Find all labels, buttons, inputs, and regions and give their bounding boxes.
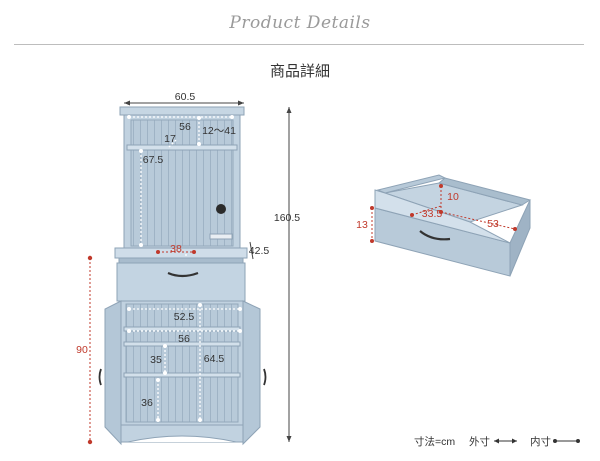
legend-inner-dot-left	[553, 439, 557, 443]
legend-outer: 外寸	[469, 435, 490, 448]
legend-inner: 内寸	[530, 435, 551, 448]
lower-height-dot-top	[87, 255, 93, 261]
lower-height-label: 90	[76, 344, 88, 356]
depth-label: 42.5	[249, 245, 270, 257]
drawer-labels: 13 10 33.5 53	[356, 191, 499, 231]
counter-depth-red	[156, 250, 196, 254]
bottom-gap-label: 36	[141, 397, 153, 409]
page-title: 商品詳細	[269, 63, 330, 80]
drawer-inner-depth-label: 33.5	[422, 208, 443, 220]
legend-inner-dot-right	[576, 439, 580, 443]
lower-inner-height-label: 64.5	[204, 353, 225, 365]
lower-back-panel	[125, 303, 239, 423]
cabinet-top	[119, 106, 245, 116]
lower-shelf-3	[123, 372, 241, 378]
left-door	[104, 300, 122, 446]
upper-height-label: 67.5	[143, 154, 164, 166]
shelf-gap-label: 35	[150, 354, 162, 366]
title-divider	[14, 44, 584, 45]
hutch-shelf	[126, 144, 238, 151]
cord-hole	[216, 204, 226, 214]
lower-inner-width-label: 52.5	[174, 311, 195, 323]
outer-dimensions	[124, 100, 292, 442]
drawer-inner-width-label: 53	[487, 218, 499, 230]
lower-height-dot-bottom	[87, 439, 93, 445]
inner-width-top-label: 56	[179, 121, 191, 133]
shelf-adjust-label: 12〜41	[202, 125, 236, 137]
inner-dim-dots	[127, 115, 242, 422]
drawer-handle	[167, 271, 199, 278]
right-door-handle	[263, 368, 267, 386]
lower-shelf-2	[123, 341, 241, 347]
drawer-right-side	[509, 199, 531, 277]
cabinet-illustration	[98, 106, 267, 446]
legend-unit: 寸法=cm	[414, 435, 455, 448]
left-door-handle	[98, 368, 102, 386]
width-top-label: 60.5	[175, 91, 196, 103]
drawer-dimensions	[370, 184, 517, 243]
lower-width-label: 56	[178, 333, 190, 345]
drawer-front-top	[374, 189, 511, 244]
legend-outer-arrow-left	[494, 438, 499, 444]
hutch-back-panel	[130, 119, 234, 247]
drawer-height-label: 13	[356, 219, 368, 231]
depth-line	[249, 241, 254, 260]
right-door	[242, 300, 261, 446]
total-height-label: 160.5	[274, 212, 300, 224]
drawer-illustration	[374, 174, 532, 277]
plinth-arch	[127, 435, 237, 443]
shelf-depth-line	[167, 139, 177, 149]
drawer-front	[116, 262, 246, 302]
legend: 寸法=cm 外寸 内寸	[414, 435, 580, 448]
cabinet-labels: 60.5 56 12〜41 17 67.5 160.5 38 42.5 52.5…	[76, 91, 300, 409]
product-details-title: Product Details	[229, 13, 371, 33]
inner-dimensions	[129, 116, 240, 420]
shelf-depth-label: 17	[164, 133, 176, 145]
counter-edge	[118, 257, 244, 264]
legend-outer-arrow-right	[512, 438, 517, 444]
name-plate	[209, 233, 233, 240]
drawer-pull	[419, 230, 451, 241]
drawer-inner-height-label: 10	[447, 191, 459, 203]
counter-depth-label: 38	[170, 243, 182, 255]
